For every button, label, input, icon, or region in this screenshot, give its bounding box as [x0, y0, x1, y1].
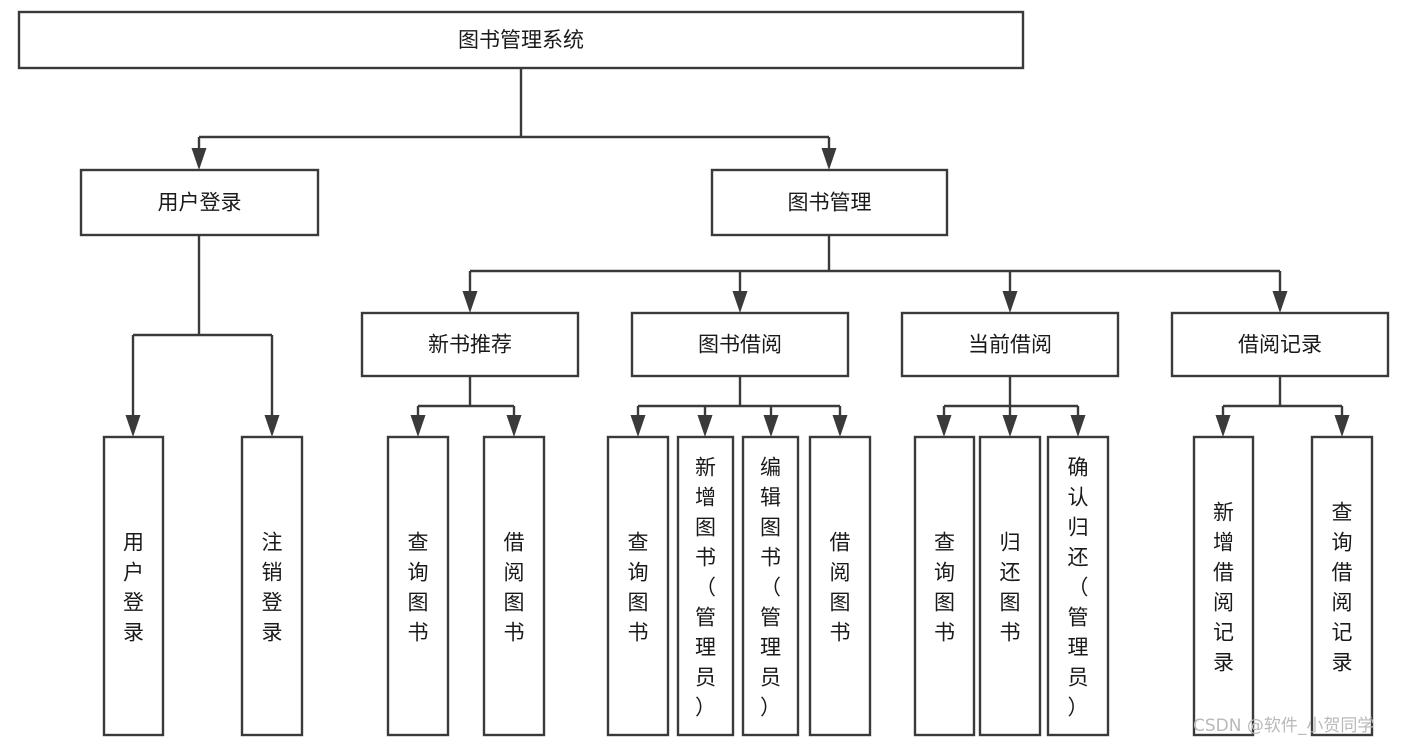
- connector-bus-root: [199, 68, 829, 139]
- node-label: 借阅记录: [1238, 333, 1322, 357]
- arrow-leaf-user-login: [125, 335, 141, 437]
- arrow-to-new-book-rec: [462, 271, 478, 313]
- node-label: 新书推荐: [428, 333, 512, 357]
- connector-bus-book-manage: [470, 235, 1280, 273]
- node-label: 用户登录: [123, 530, 144, 644]
- arrow-leaf-cb-query: [936, 406, 952, 437]
- node-root[interactable]: 图书管理系统: [17, 10, 1025, 70]
- connector-layer: [125, 68, 1350, 437]
- arrow-leaf-br-query: [1334, 406, 1350, 437]
- node-leaf-user-login[interactable]: 用户登录: [102, 435, 165, 737]
- arrow-to-user-login: [191, 137, 207, 170]
- connector-bus-new-book-rec: [418, 376, 514, 408]
- node-l-cb-return[interactable]: 归还图书: [978, 435, 1042, 737]
- arrow-leaf-cb-return: [1002, 406, 1018, 437]
- node-l-bb-add[interactable]: 新增图书（管理员）: [676, 435, 735, 737]
- arrow-leaf-logout-login: [264, 335, 280, 437]
- node-label: 查询图书: [628, 530, 649, 644]
- node-label: 当前借阅: [968, 333, 1052, 357]
- node-l-br-query[interactable]: 查询借阅记录: [1310, 435, 1374, 737]
- arrow-leaf-nbr-query: [410, 406, 426, 437]
- csdn-watermark: CSDN @软件_小贺同学: [1193, 716, 1374, 736]
- connector-bus-borrow-record: [1223, 376, 1342, 408]
- arrow-leaf-bb-borrow: [832, 406, 848, 437]
- node-label: 图书管理: [788, 191, 872, 215]
- node-l-bb-borrow[interactable]: 借阅图书: [808, 435, 872, 737]
- arrow-leaf-cb-confirm: [1070, 406, 1086, 437]
- connector-bus-book-borrow: [638, 376, 840, 408]
- node-l-bb-query[interactable]: 查询图书: [606, 435, 670, 737]
- node-label: 借阅图书: [830, 530, 851, 644]
- node-label: 查询图书: [408, 530, 429, 644]
- node-l-nbr-query[interactable]: 查询图书: [386, 435, 450, 737]
- arrow-to-book-manage: [821, 137, 837, 170]
- node-label: 用户登录: [158, 191, 242, 215]
- node-label: 新增图书（管理员）: [695, 455, 716, 719]
- arrow-leaf-bb-query: [630, 406, 646, 437]
- arrow-to-current-borrow: [1002, 271, 1018, 313]
- node-label: 查询借阅记录: [1332, 500, 1353, 674]
- arrow-leaf-bb-add: [697, 406, 713, 437]
- node-borrow-record[interactable]: 借阅记录: [1170, 311, 1390, 378]
- node-label: 查询图书: [934, 530, 955, 644]
- node-label: 确认归还（管理员）: [1068, 455, 1089, 719]
- node-label: 归还图书: [1000, 530, 1021, 644]
- node-user-login[interactable]: 用户登录: [79, 168, 320, 237]
- arrow-leaf-br-add: [1215, 406, 1231, 437]
- node-label: 新增借阅记录: [1213, 500, 1234, 674]
- node-label: 注销登录: [262, 530, 283, 644]
- node-l-br-add[interactable]: 新增借阅记录: [1192, 435, 1255, 737]
- node-l-cb-query[interactable]: 查询图书: [913, 435, 976, 737]
- connector-bus-current-borrow: [944, 376, 1078, 408]
- node-leaf-logout-login[interactable]: 注销登录: [240, 435, 304, 737]
- node-book-borrow[interactable]: 图书借阅: [630, 311, 850, 378]
- arrow-leaf-bb-edit: [763, 406, 779, 437]
- node-l-nbr-borrow[interactable]: 借阅图书: [482, 435, 546, 737]
- node-l-bb-edit[interactable]: 编辑图书（管理员）: [741, 435, 800, 737]
- node-book-manage[interactable]: 图书管理: [710, 168, 949, 237]
- node-l-cb-confirm[interactable]: 确认归还（管理员）: [1046, 435, 1110, 737]
- node-current-borrow[interactable]: 当前借阅: [900, 311, 1120, 378]
- node-label: 图书管理系统: [458, 28, 584, 52]
- arrow-leaf-nbr-borrow: [506, 406, 522, 437]
- arrow-to-borrow-record: [1272, 271, 1288, 313]
- node-new-book-rec[interactable]: 新书推荐: [360, 311, 580, 378]
- connector-bus-user-login: [133, 235, 272, 337]
- node-label: 图书借阅: [698, 333, 782, 357]
- node-label: 编辑图书（管理员）: [760, 455, 781, 719]
- node-layer: 图书管理系统用户登录图书管理新书推荐图书借阅当前借阅借阅记录用户登录注销登录查询…: [17, 10, 1390, 737]
- arrow-to-book-borrow: [732, 271, 748, 313]
- node-label: 借阅图书: [504, 530, 525, 644]
